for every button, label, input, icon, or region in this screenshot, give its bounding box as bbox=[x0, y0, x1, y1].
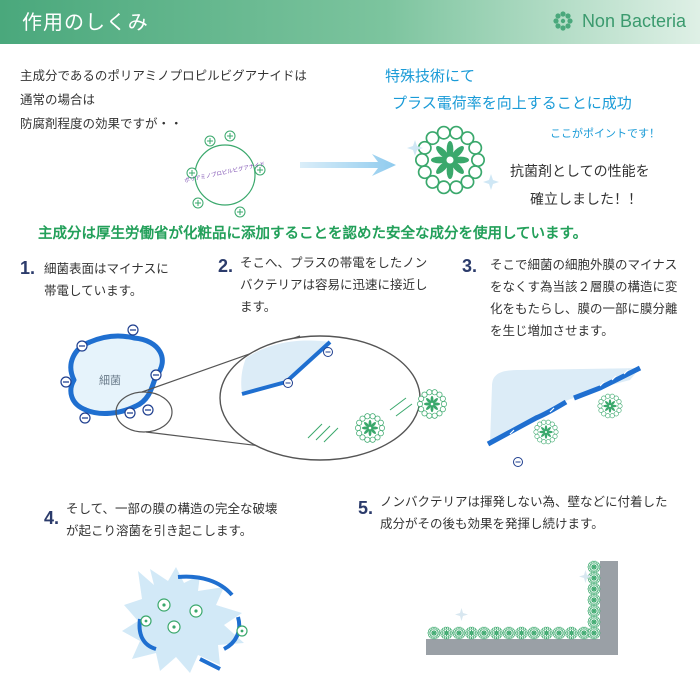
bacteria-label: 細菌 bbox=[99, 374, 121, 387]
adhered-particle bbox=[440, 626, 453, 640]
result-line-2: 確立しました！！ bbox=[530, 192, 642, 208]
step-3-diagram bbox=[486, 365, 642, 467]
molecule-enhanced-diagram bbox=[415, 125, 485, 195]
attached-particle bbox=[597, 393, 623, 419]
intro-line-1: 主成分であるのポリアミノプロピルビグアナイドは bbox=[20, 68, 307, 83]
adhered-particle bbox=[552, 626, 566, 640]
step-1-text: 細菌表面はマイナスに 帯電しています。 bbox=[44, 261, 169, 298]
step-1-number: 1. bbox=[20, 258, 36, 278]
adhered-particle bbox=[587, 571, 601, 585]
adhered-particle bbox=[427, 626, 441, 640]
adhered-particle bbox=[577, 626, 591, 640]
result-line-1: 抗菌剤としての性能を bbox=[510, 164, 650, 180]
header-bar: 作用のしくみ Non Bacteria bbox=[0, 0, 700, 44]
intro-line-3: 防腐剤程度の効果ですが・・ bbox=[20, 116, 183, 131]
step-4-number: 4. bbox=[44, 508, 60, 528]
safety-banner: 主成分は厚生労働省が化粧品に添加することを認めた安全な成分を使用しています。 bbox=[38, 226, 588, 242]
page-title: 作用のしくみ bbox=[22, 10, 149, 34]
adhered-particle bbox=[587, 593, 601, 607]
adhered-particle bbox=[587, 626, 601, 640]
step-3-text: そこで細菌の細胞外膜のマイナス をなくす為当該２層膜の構造に変 化をもたらし、膜… bbox=[490, 257, 678, 338]
brand-logo-icon bbox=[553, 11, 573, 31]
brand-name: Non Bacteria bbox=[581, 10, 686, 31]
step-2-text: そこへ、プラスの帯電をしたノン バクテリアは容易に迅速に接近し ます。 bbox=[240, 255, 428, 314]
adhered-particle bbox=[477, 626, 491, 640]
adhered-particle bbox=[452, 626, 466, 640]
adhered-particle bbox=[465, 626, 478, 640]
approaching-particle bbox=[416, 389, 447, 419]
step-5-text: ノンバクテリアは揮発しない為、壁などに付着した 成分がその後も効果を発揮し続けま… bbox=[380, 494, 668, 531]
tech-line-2: プラス電荷率を向上することに成功 bbox=[392, 94, 632, 112]
attached-particle bbox=[533, 419, 559, 445]
tech-line-1: 特殊技術にて bbox=[385, 67, 476, 85]
point-note: ここがポイントです！ bbox=[550, 127, 660, 140]
approaching-particle bbox=[354, 413, 385, 443]
step-5-number: 5. bbox=[358, 498, 374, 518]
adhered-particle bbox=[490, 626, 503, 640]
adhered-particle bbox=[515, 626, 528, 640]
adhered-particle bbox=[587, 582, 601, 596]
sparkle-icons bbox=[407, 140, 499, 190]
adhered-particle bbox=[587, 560, 601, 574]
step-3-number: 3. bbox=[462, 256, 478, 276]
intro-line-2: 通常の場合は bbox=[20, 92, 96, 107]
adhered-particle bbox=[527, 626, 541, 640]
brand: Non Bacteria bbox=[552, 10, 686, 32]
transform-arrow bbox=[300, 154, 396, 176]
enhanced-molecule bbox=[415, 125, 485, 195]
molecule-plain-diagram: ポリアミノプロピルビグアナイド bbox=[184, 130, 266, 218]
step-4-text: そして、一部の膜の構造の完全な破壊 が起こり溶菌を引き起こします。 bbox=[66, 501, 278, 538]
adhered-particle bbox=[587, 615, 601, 629]
step-5-diagram bbox=[426, 560, 618, 655]
adhered-particle bbox=[540, 626, 553, 640]
adhered-particle bbox=[502, 626, 516, 640]
step-1-2-diagram: 細菌 bbox=[60, 324, 447, 461]
step-4-diagram bbox=[122, 567, 248, 673]
adhered-particle bbox=[565, 626, 578, 640]
step-2-number: 2. bbox=[218, 256, 234, 276]
adhered-particle bbox=[587, 604, 601, 618]
